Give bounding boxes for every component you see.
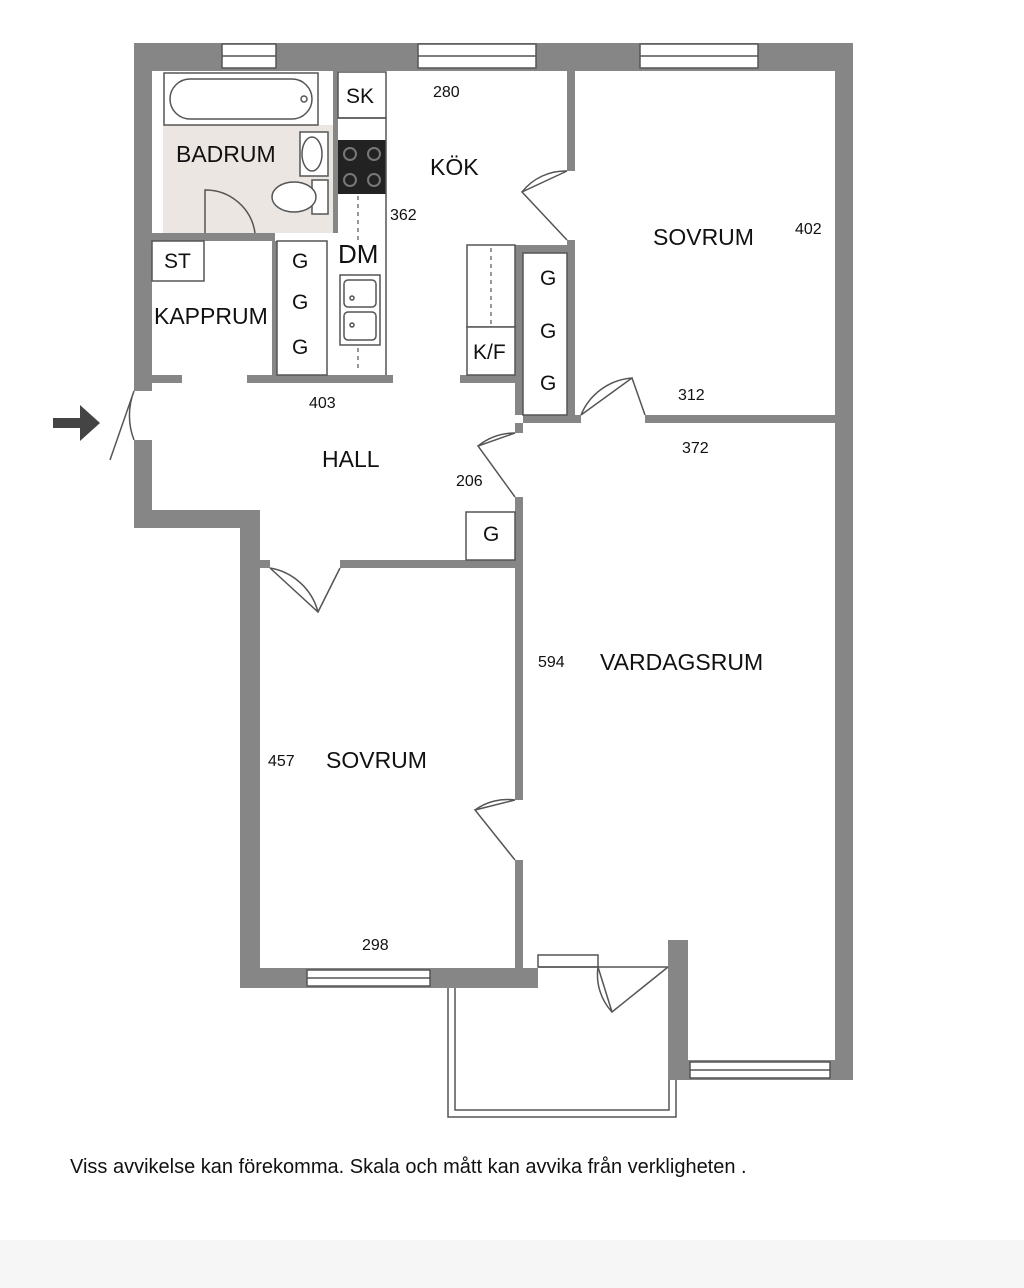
vardagsrum-door-icon bbox=[476, 432, 516, 498]
closet-kapprum bbox=[276, 240, 328, 376]
st-cabinet bbox=[151, 240, 205, 282]
balcony bbox=[447, 966, 677, 1118]
fixture-label-st: ST bbox=[164, 250, 191, 273]
dimension-label: 457 bbox=[268, 753, 295, 770]
room-label-vardagsrum: VARDAGSRUM bbox=[600, 649, 763, 675]
disclaimer-text: Viss avvikelse kan förekomma. Skala och … bbox=[70, 1156, 747, 1178]
interior-walls bbox=[152, 71, 853, 988]
dimension-label: 362 bbox=[390, 207, 417, 224]
footer-band bbox=[0, 1240, 1024, 1288]
closet-label-g: G bbox=[292, 250, 308, 273]
balcony-door-icon bbox=[596, 966, 669, 1014]
bedroom-living-door-icon bbox=[473, 798, 516, 861]
room-label-badrum: BADRUM bbox=[176, 141, 276, 167]
closet-hall bbox=[465, 511, 516, 561]
fixture-label-kf: K/F bbox=[473, 341, 506, 364]
kitchen-tall-cabinet bbox=[466, 244, 516, 376]
closet-kitchen bbox=[522, 252, 568, 416]
floor-plan: BADRUM KÖK SOVRUM KAPPRUM HALL VARDAGSRU… bbox=[53, 43, 853, 1118]
closet-label-g: G bbox=[483, 523, 499, 546]
dimension-label: 206 bbox=[456, 473, 483, 490]
washbasin-icon bbox=[299, 131, 329, 177]
dimension-label: 280 bbox=[433, 84, 460, 101]
closet-label-g: G bbox=[292, 336, 308, 359]
sk-cabinet bbox=[337, 71, 387, 119]
room-label-sovrum-bottom: SOVRUM bbox=[326, 747, 427, 773]
sink-icon bbox=[339, 274, 381, 346]
room-label-sovrum-top: SOVRUM bbox=[653, 224, 754, 250]
fixture-label-sk: SK bbox=[346, 85, 374, 108]
dimension-label: 298 bbox=[362, 937, 389, 954]
entrance-door-icon bbox=[109, 390, 135, 461]
bathroom-door-icon bbox=[204, 189, 256, 234]
sovrum-top-door-icon bbox=[580, 376, 646, 416]
closet-label-g: G bbox=[540, 267, 556, 290]
closet-label-g: G bbox=[540, 372, 556, 395]
room-label-kapprum: KAPPRUM bbox=[154, 303, 268, 329]
kitchen-counter bbox=[338, 117, 387, 375]
room-label-hall: HALL bbox=[322, 446, 380, 472]
toilet-icon bbox=[271, 179, 329, 215]
dimension-label: 402 bbox=[795, 221, 822, 238]
dimension-label: 312 bbox=[678, 387, 705, 404]
dimension-label: 403 bbox=[309, 395, 336, 412]
fixture-label-dm: DM bbox=[338, 239, 378, 269]
kitchen-door-icon bbox=[520, 170, 568, 241]
windows bbox=[221, 43, 831, 1079]
dimension-label: 594 bbox=[538, 654, 565, 671]
closet-label-g: G bbox=[292, 291, 308, 314]
bathtub-icon bbox=[163, 72, 319, 126]
room-label-kok: KÖK bbox=[430, 154, 479, 180]
stove-icon bbox=[338, 140, 386, 194]
sovrum-bottom-door-icon bbox=[269, 567, 341, 614]
dimension-label: 372 bbox=[682, 440, 709, 457]
entrance-arrow-icon bbox=[53, 405, 100, 441]
closet-label-g: G bbox=[540, 320, 556, 343]
